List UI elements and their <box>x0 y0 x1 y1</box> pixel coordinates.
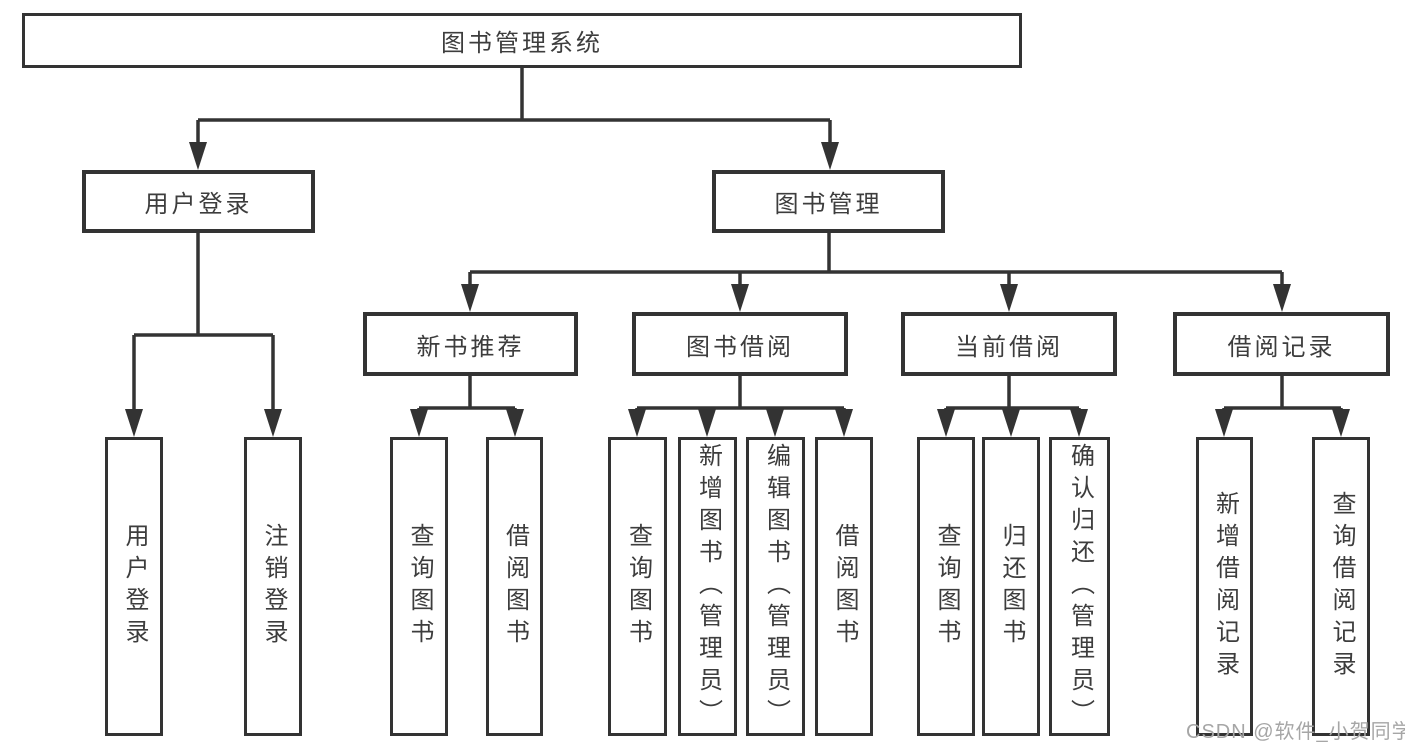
leaf-current-return-books-label: 归还图书 <box>998 522 1025 651</box>
leaf-current-query-books: 查询图书 <box>917 437 975 736</box>
node-root-label: 图书管理系统 <box>441 30 603 57</box>
leaf-records-query-record: 查询借阅记录 <box>1312 437 1370 736</box>
leaf-borrow-borrow-books: 借阅图书 <box>815 437 873 736</box>
arrow-down-icon <box>506 409 524 437</box>
connector-paths <box>132 68 1343 412</box>
leaf-logout-login-label: 注销登录 <box>260 522 287 651</box>
leaf-user-login-label: 用户登录 <box>121 522 148 651</box>
arrow-down-icon <box>731 284 749 312</box>
leaf-records-add-record: 新增借阅记录 <box>1196 437 1253 736</box>
leaf-current-confirm-return-admin: 确认归还（管理员） <box>1049 437 1110 736</box>
node-book-management: 图书管理 <box>712 170 945 233</box>
arrow-down-icon <box>821 142 839 170</box>
leaf-recommend-borrow-books-label: 借阅图书 <box>501 522 529 651</box>
node-borrow-records: 借阅记录 <box>1173 312 1390 376</box>
arrow-down-icons <box>125 142 1350 437</box>
arrow-down-icon <box>410 409 428 437</box>
node-current-borrow-label: 当前借阅 <box>955 333 1063 361</box>
leaf-recommend-query-books: 查询图书 <box>390 437 448 736</box>
arrow-down-icon <box>937 409 955 437</box>
arrow-down-icon <box>766 409 784 437</box>
arrow-down-icon <box>461 284 479 312</box>
arrow-down-icon <box>1002 409 1020 437</box>
leaf-borrow-add-books-admin-label: 新增图书（管理员） <box>694 442 722 731</box>
leaf-borrow-query-books: 查询图书 <box>608 437 667 736</box>
watermark: CSDN @软件_小贺同学 <box>1186 721 1405 743</box>
node-user-login: 用户登录 <box>82 170 315 233</box>
leaf-borrow-borrow-books-label: 借阅图书 <box>831 522 858 651</box>
leaf-recommend-query-books-label: 查询图书 <box>406 522 433 651</box>
arrow-down-icon <box>1000 284 1018 312</box>
arrow-down-icon <box>628 409 646 437</box>
leaf-logout-login: 注销登录 <box>244 437 302 736</box>
leaf-current-confirm-return-admin-label: 确认归还（管理员） <box>1066 442 1094 731</box>
leaf-user-login: 用户登录 <box>105 437 163 736</box>
leaf-borrow-edit-books-admin-label: 编辑图书（管理员） <box>762 442 790 731</box>
leaf-current-query-books-label: 查询图书 <box>933 522 960 651</box>
node-user-login-label: 用户登录 <box>144 191 253 218</box>
arrow-down-icon <box>698 409 716 437</box>
arrow-down-icon <box>1215 409 1233 437</box>
arrow-down-icon <box>1273 284 1291 312</box>
node-book-management-label: 图书管理 <box>774 191 883 218</box>
node-root: 图书管理系统 <box>22 13 1022 68</box>
node-borrow-records-label: 借阅记录 <box>1227 333 1336 361</box>
leaf-recommend-borrow-books: 借阅图书 <box>486 437 543 736</box>
leaf-borrow-edit-books-admin: 编辑图书（管理员） <box>746 437 805 736</box>
leaf-borrow-add-books-admin: 新增图书（管理员） <box>678 437 737 736</box>
node-new-book-recommend-label: 新书推荐 <box>416 333 525 361</box>
arrow-down-icon <box>264 409 282 437</box>
leaf-records-add-record-label: 新增借阅记录 <box>1211 490 1239 683</box>
arrow-down-icon <box>1332 409 1350 437</box>
arrow-down-icon <box>835 409 853 437</box>
leaf-current-return-books: 归还图书 <box>982 437 1040 736</box>
arrow-down-icon <box>1070 409 1088 437</box>
arrow-down-icon <box>125 409 143 437</box>
leaf-borrow-query-books-label: 查询图书 <box>624 522 652 651</box>
node-current-borrow: 当前借阅 <box>901 312 1117 376</box>
leaf-records-query-record-label: 查询借阅记录 <box>1328 490 1355 683</box>
node-book-borrow-label: 图书借阅 <box>686 333 794 361</box>
node-new-book-recommend: 新书推荐 <box>363 312 578 376</box>
node-book-borrow: 图书借阅 <box>632 312 848 376</box>
arrow-down-icon <box>189 142 207 170</box>
